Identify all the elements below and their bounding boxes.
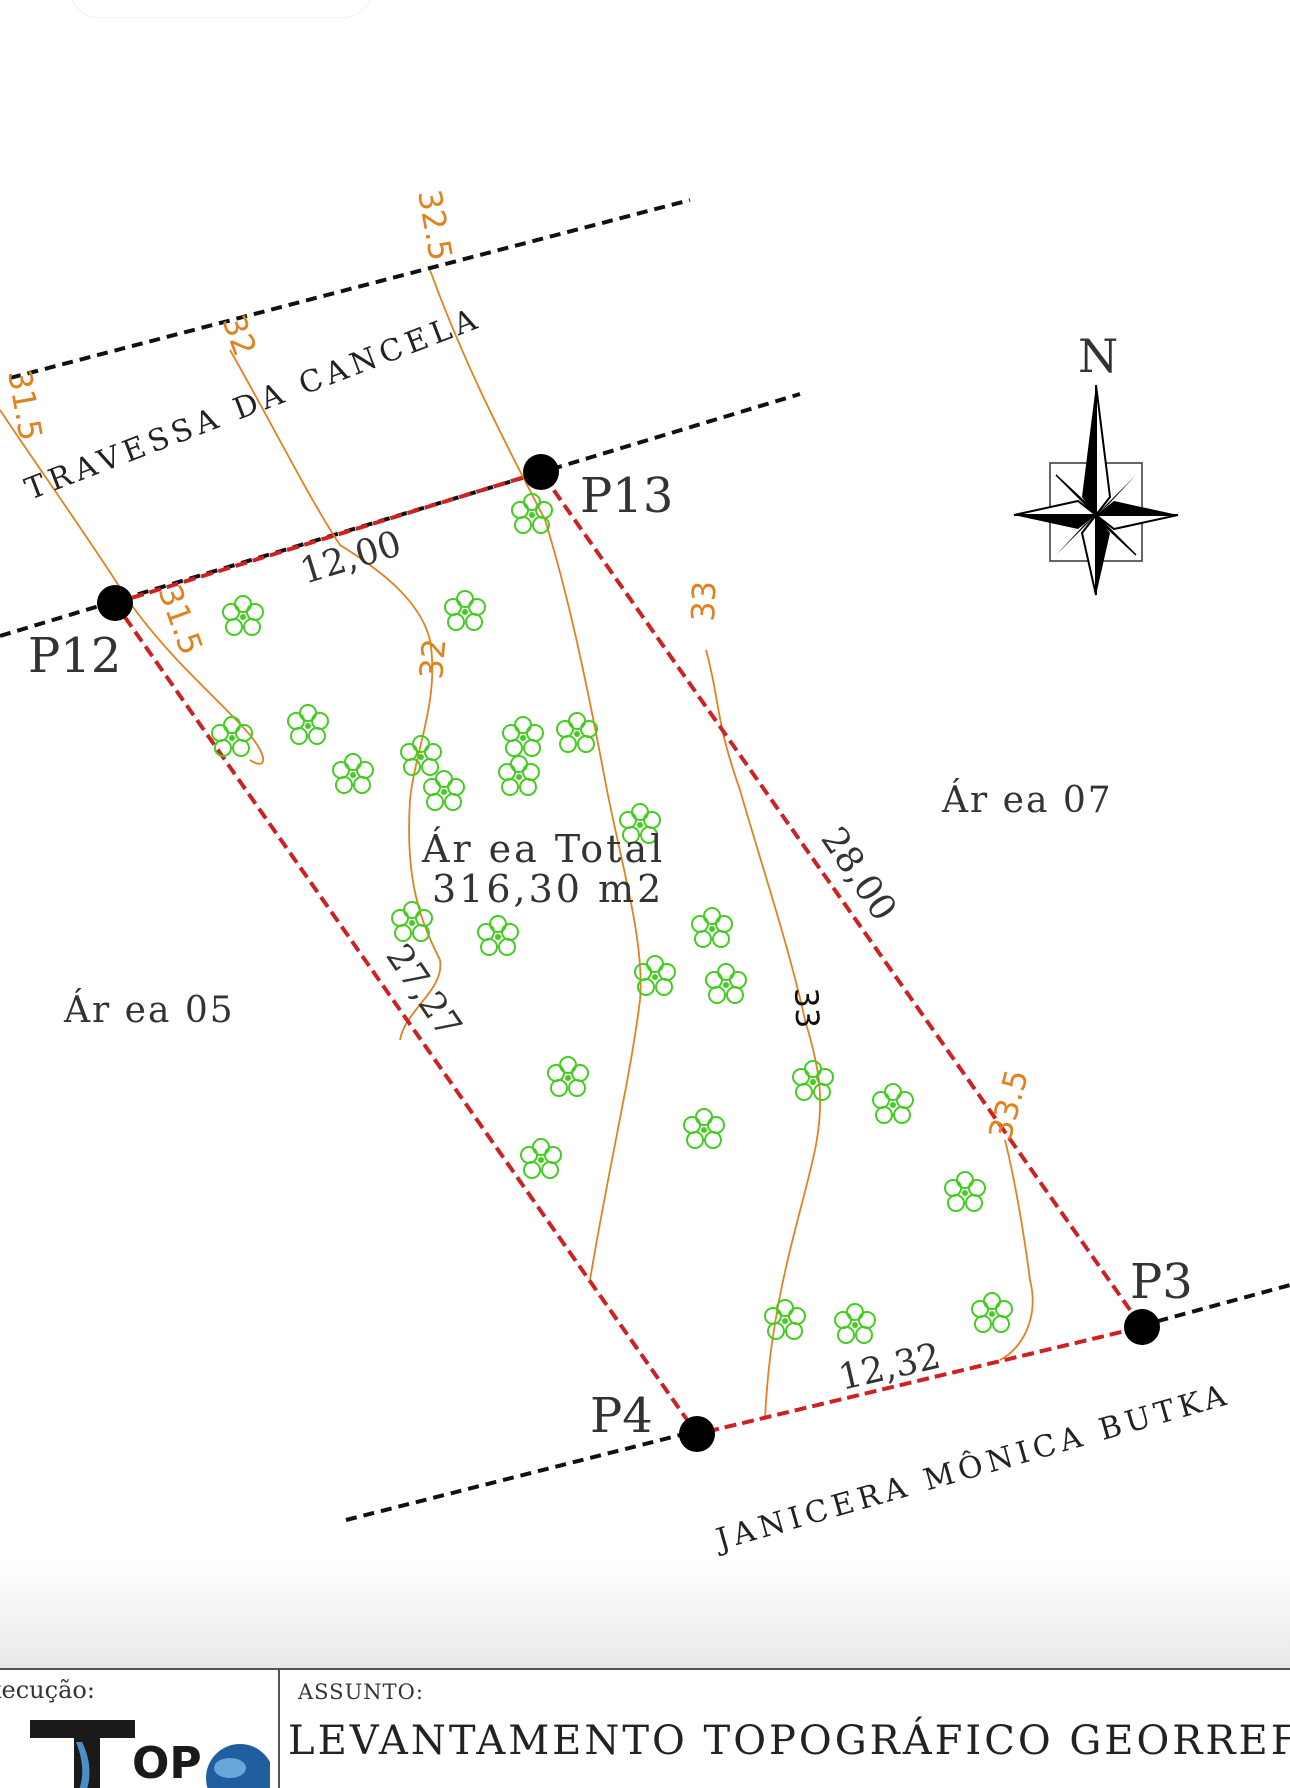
dimension-top: 12,00 bbox=[296, 523, 407, 592]
tree-icon bbox=[332, 753, 374, 794]
tree-icon bbox=[834, 1303, 876, 1344]
tree-icon bbox=[872, 1083, 914, 1124]
north-arrow-icon bbox=[1013, 384, 1179, 596]
title-block: xecução: OP ASSUNTO: LEVANTAMENTO TOPOGR… bbox=[0, 1668, 1290, 1788]
contour-label-31-5-b: 31.5 bbox=[150, 580, 210, 660]
vertex-p12 bbox=[97, 585, 133, 621]
tree-icon bbox=[511, 493, 553, 534]
tree-icon bbox=[444, 590, 486, 631]
tree-icon bbox=[498, 755, 540, 796]
contour-32-5 bbox=[429, 269, 642, 1281]
contour-31-5 bbox=[0, 409, 265, 765]
point-label-p3: P3 bbox=[1130, 1254, 1193, 1310]
contour-33-5 bbox=[999, 1139, 1034, 1361]
bottom-shade bbox=[0, 1560, 1290, 1670]
dimension-right: 28,00 bbox=[813, 820, 905, 928]
area-07-label: Ár ea 07 bbox=[941, 779, 1113, 821]
vertices bbox=[97, 454, 1160, 1452]
point-label-p12: P12 bbox=[28, 628, 121, 684]
vegetation bbox=[211, 493, 1013, 1344]
contour-33 bbox=[705, 649, 822, 1421]
tree-icon bbox=[971, 1292, 1013, 1333]
tree-icon bbox=[502, 716, 544, 757]
contour-32 bbox=[229, 349, 442, 1041]
point-label-p4: P4 bbox=[590, 1388, 653, 1444]
area-05-label: Ár ea 05 bbox=[63, 989, 235, 1031]
subject-label: ASSUNTO: bbox=[298, 1680, 424, 1704]
total-area-label: Ár ea Total bbox=[421, 827, 665, 871]
subject-cell: ASSUNTO: LEVANTAMENTO TOPOGRÁFICO GEORRE… bbox=[280, 1670, 1290, 1788]
company-logo: OP bbox=[30, 1720, 270, 1788]
tree-icon bbox=[683, 1108, 725, 1149]
contour-label-32-b: 32 bbox=[412, 637, 453, 681]
street-top-line-1 bbox=[9, 198, 691, 380]
street-name-bottom: JANICERA MÔNICA BUTKA bbox=[709, 1376, 1234, 1558]
tree-icon bbox=[944, 1171, 986, 1212]
vertex-p13 bbox=[523, 454, 559, 490]
tree-icon bbox=[691, 907, 733, 948]
execution-label: xecução: bbox=[0, 1676, 95, 1704]
tree-icon bbox=[520, 1138, 562, 1179]
contour-label-33-b: 33 bbox=[787, 987, 826, 1029]
tree-icon bbox=[792, 1060, 834, 1101]
subject-text: LEVANTAMENTO TOPOGRÁFICO GEORREFER bbox=[288, 1718, 1290, 1764]
tree-icon bbox=[556, 712, 598, 753]
tree-icon bbox=[705, 963, 747, 1004]
tree-icon bbox=[547, 1056, 589, 1097]
tree-icon bbox=[764, 1299, 806, 1340]
total-area-value: 316,30 m2 bbox=[432, 867, 664, 911]
execution-cell: xecução: OP bbox=[0, 1670, 280, 1788]
north-label: N bbox=[1078, 329, 1118, 383]
vertex-p4 bbox=[679, 1416, 715, 1452]
vertex-p3 bbox=[1124, 1309, 1160, 1345]
contour-label-32-5: 32.5 bbox=[410, 187, 460, 264]
street-bottom-line-2 bbox=[1139, 1283, 1290, 1328]
tree-icon bbox=[477, 915, 519, 956]
street-bottom-line-1 bbox=[345, 1428, 701, 1522]
dimension-left: 27,27 bbox=[378, 937, 470, 1045]
contour-label-32-a: 32 bbox=[214, 310, 264, 361]
point-label-p13: P13 bbox=[580, 468, 673, 524]
contour-label-33-a: 33 bbox=[684, 580, 723, 622]
tree-icon bbox=[287, 704, 329, 745]
contour-lines bbox=[0, 269, 1034, 1421]
lot-boundary bbox=[111, 469, 1146, 1437]
logo-text: OP bbox=[132, 1738, 202, 1788]
logo-t-highlight bbox=[76, 1742, 90, 1788]
contour-label-33-5: 33.5 bbox=[981, 1065, 1036, 1144]
tree-icon bbox=[423, 770, 465, 811]
tree-icon bbox=[391, 901, 433, 942]
site-plan: P12 P13 P3 P4 TRAVESSA DA CANCELA JANICE… bbox=[0, 187, 1290, 1559]
contour-label-31-5-a: 31.5 bbox=[0, 367, 50, 444]
tree-icon bbox=[222, 595, 264, 636]
